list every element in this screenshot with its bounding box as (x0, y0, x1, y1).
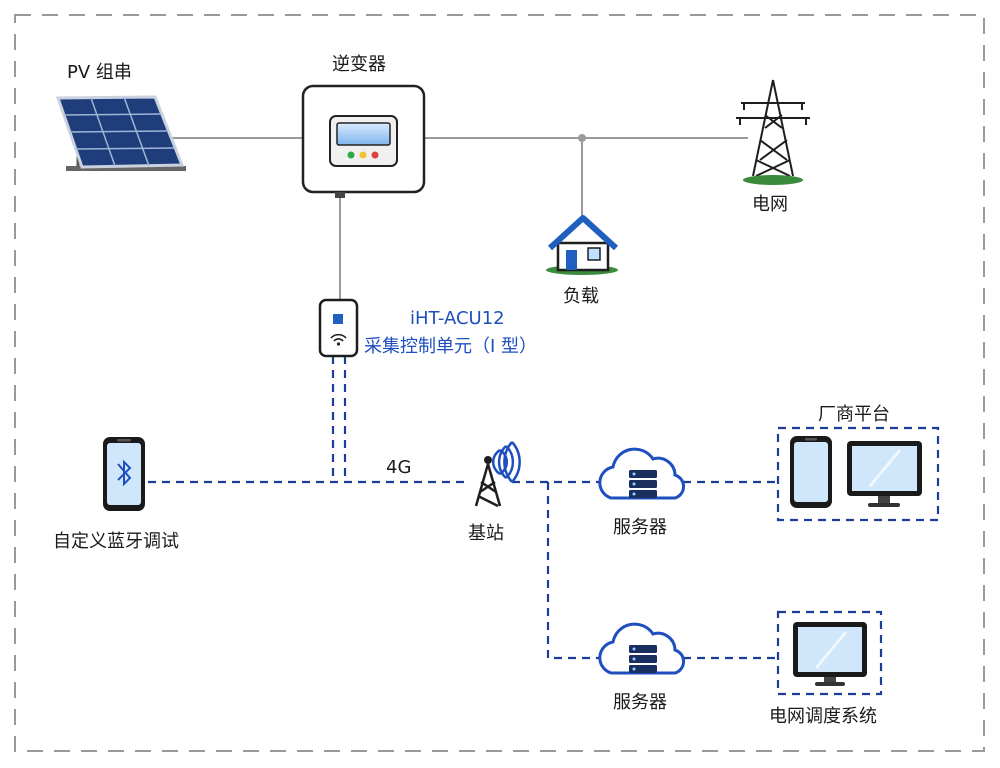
dispatch-system-label: 电网调度系统 (769, 706, 877, 727)
acu-name-label: 采集控制单元（I 型） (364, 336, 538, 357)
inverter-label: 逆变器 (332, 54, 386, 75)
cloud-server-icon-1 (598, 447, 685, 500)
power-wiring (172, 137, 748, 300)
base-station-label: 基站 (468, 523, 504, 544)
base-station-icon (474, 441, 521, 508)
transmission-tower-icon (736, 79, 810, 177)
solar-panel-icon (55, 95, 186, 171)
server-label-2: 服务器 (613, 692, 667, 713)
acu-device-icon (318, 298, 359, 358)
cloud-server-icon-2 (598, 622, 685, 675)
comm-links (148, 356, 940, 696)
bluetooth-label: 自定义蓝牙调试 (53, 531, 179, 552)
tower-grass (743, 175, 803, 185)
vendor-monitor-icon (847, 441, 922, 507)
grid-label: 电网 (752, 194, 788, 215)
inverter-icon (301, 84, 426, 198)
dispatch-frame (776, 610, 883, 696)
acu-model-label: iHT-ACU12 (410, 308, 505, 329)
outer-frame (14, 14, 985, 752)
vendor-platform-label: 厂商平台 (818, 404, 890, 425)
dispatch-monitor-icon (793, 622, 867, 686)
load-label: 负载 (563, 286, 599, 307)
server-label-1: 服务器 (613, 517, 667, 538)
vendor-phone-icon (790, 436, 832, 508)
pv-label: PV 组串 (67, 62, 132, 83)
house-icon (546, 215, 619, 275)
link-4g-label: 4G (386, 457, 412, 478)
phone-bluetooth-icon (103, 437, 145, 511)
junction-dot (578, 134, 586, 142)
